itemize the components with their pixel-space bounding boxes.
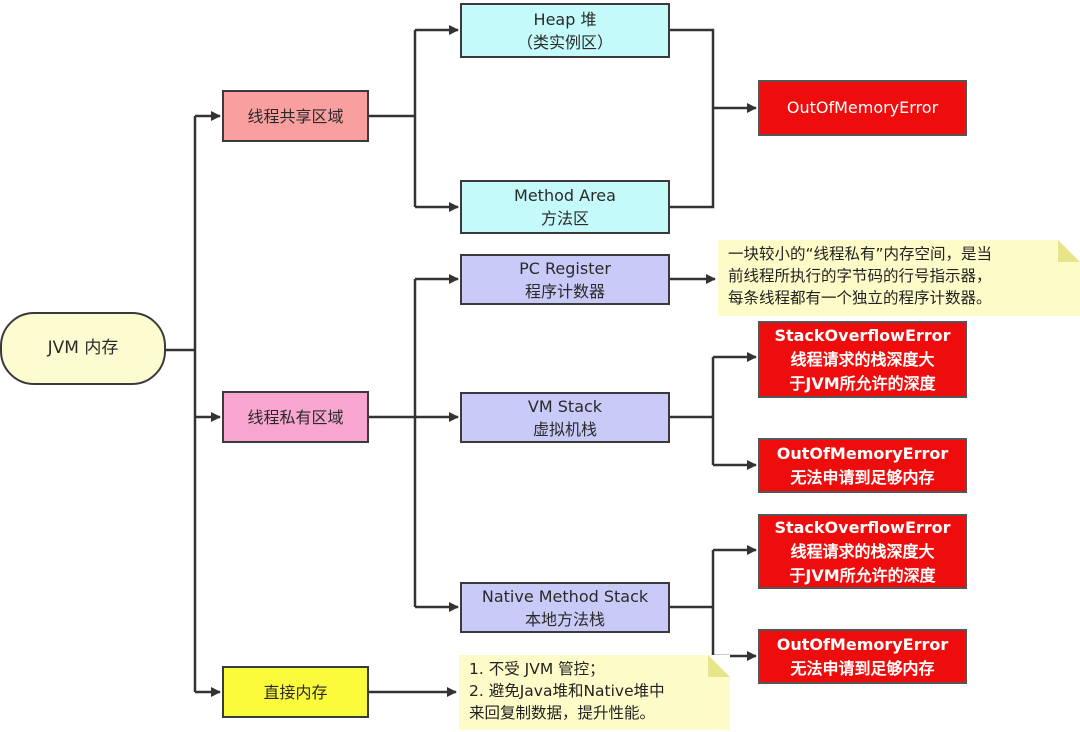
category-shared-label: 线程共享区域: [247, 106, 344, 126]
note-direct-memory: 1. 不受 JVM 管控； 2. 避免Java堆和Native堆中 来回复制数据…: [459, 655, 730, 730]
area-method: Method Area 方法区: [460, 180, 670, 234]
native-so-desc-2: 于JVM所允许的深度: [789, 565, 936, 585]
vm-stack-subtitle: 虚拟机栈: [532, 419, 597, 439]
area-pc-register: PC Register 程序计数器: [460, 254, 670, 305]
pc-register-subtitle: 程序计数器: [524, 281, 605, 301]
method-area-subtitle: 方法区: [540, 209, 589, 228]
area-native-method-stack: Native Method Stack 本地方法栈: [460, 582, 670, 633]
vm-stack-title: VM Stack: [527, 396, 603, 416]
heap-subtitle: （类实例区）: [516, 32, 613, 52]
native-oom-desc: 无法申请到足够内存: [790, 658, 935, 678]
direct-note-line-2: 2. 避免Java堆和Native堆中: [469, 682, 665, 700]
category-thread-shared: 线程共享区域: [222, 90, 369, 142]
vm-oom-title: OutOfMemoryError: [776, 443, 949, 463]
native-so-desc-1: 线程请求的栈深度大: [790, 541, 935, 561]
direct-note-line-1: 1. 不受 JVM 管控；: [469, 660, 605, 678]
note-pc-register: 一块较小的“线程私有”内存空间，是当 前线程所执行的字节码的行号指示器， 每条线…: [718, 240, 1080, 316]
native-oom-title: OutOfMemoryError: [776, 634, 949, 654]
native-so-title: StackOverflowError: [774, 517, 951, 537]
error-native-oom: OutOfMemoryError 无法申请到足够内存: [758, 629, 967, 684]
note-fold-corner: [708, 655, 730, 677]
error-native-stackoverflow: StackOverflowError 线程请求的栈深度大 于JVM所允许的深度: [758, 514, 967, 589]
error-vm-oom: OutOfMemoryError 无法申请到足够内存: [758, 438, 967, 493]
edge-heap-oom: [670, 28, 715, 209]
direct-note-line-3: 来回复制数据，提升性能。: [469, 704, 656, 722]
area-heap: Heap 堆 （类实例区）: [460, 3, 670, 58]
category-direct-label: 直接内存: [263, 682, 328, 702]
error-vm-stackoverflow: StackOverflowError 线程请求的栈深度大 于JVM所允许的深度: [758, 321, 967, 398]
category-direct-memory: 直接内存: [222, 666, 369, 718]
area-vm-stack: VM Stack 虚拟机栈: [460, 392, 670, 443]
method-area-title: Method Area: [514, 186, 616, 205]
vm-so-desc-1: 线程请求的栈深度大: [790, 349, 935, 369]
heap-title: Heap 堆: [533, 9, 597, 29]
native-stack-title: Native Method Stack: [481, 586, 649, 606]
pc-register-title: PC Register: [519, 258, 611, 278]
category-thread-private: 线程私有区域: [222, 391, 369, 443]
pc-note-line-3: 每条线程都有一个独立的程序计数器。: [728, 289, 992, 307]
vm-oom-desc: 无法申请到足够内存: [790, 467, 935, 487]
vm-so-title: StackOverflowError: [774, 325, 951, 345]
root-node: JVM 内存: [0, 312, 166, 385]
pc-note-line-2: 前线程所执行的字节码的行号指示器，: [728, 267, 992, 285]
note-fold-corner: [1058, 240, 1080, 262]
pc-note-line-1: 一块较小的“线程私有”内存空间，是当: [728, 245, 993, 263]
category-private-label: 线程私有区域: [247, 407, 344, 427]
shared-oom-label: OutOfMemoryError: [786, 98, 939, 117]
vm-so-desc-2: 于JVM所允许的深度: [789, 373, 936, 393]
native-stack-subtitle: 本地方法栈: [524, 609, 605, 629]
error-shared-oom: OutOfMemoryError: [758, 80, 967, 136]
root-label: JVM 内存: [47, 338, 119, 358]
